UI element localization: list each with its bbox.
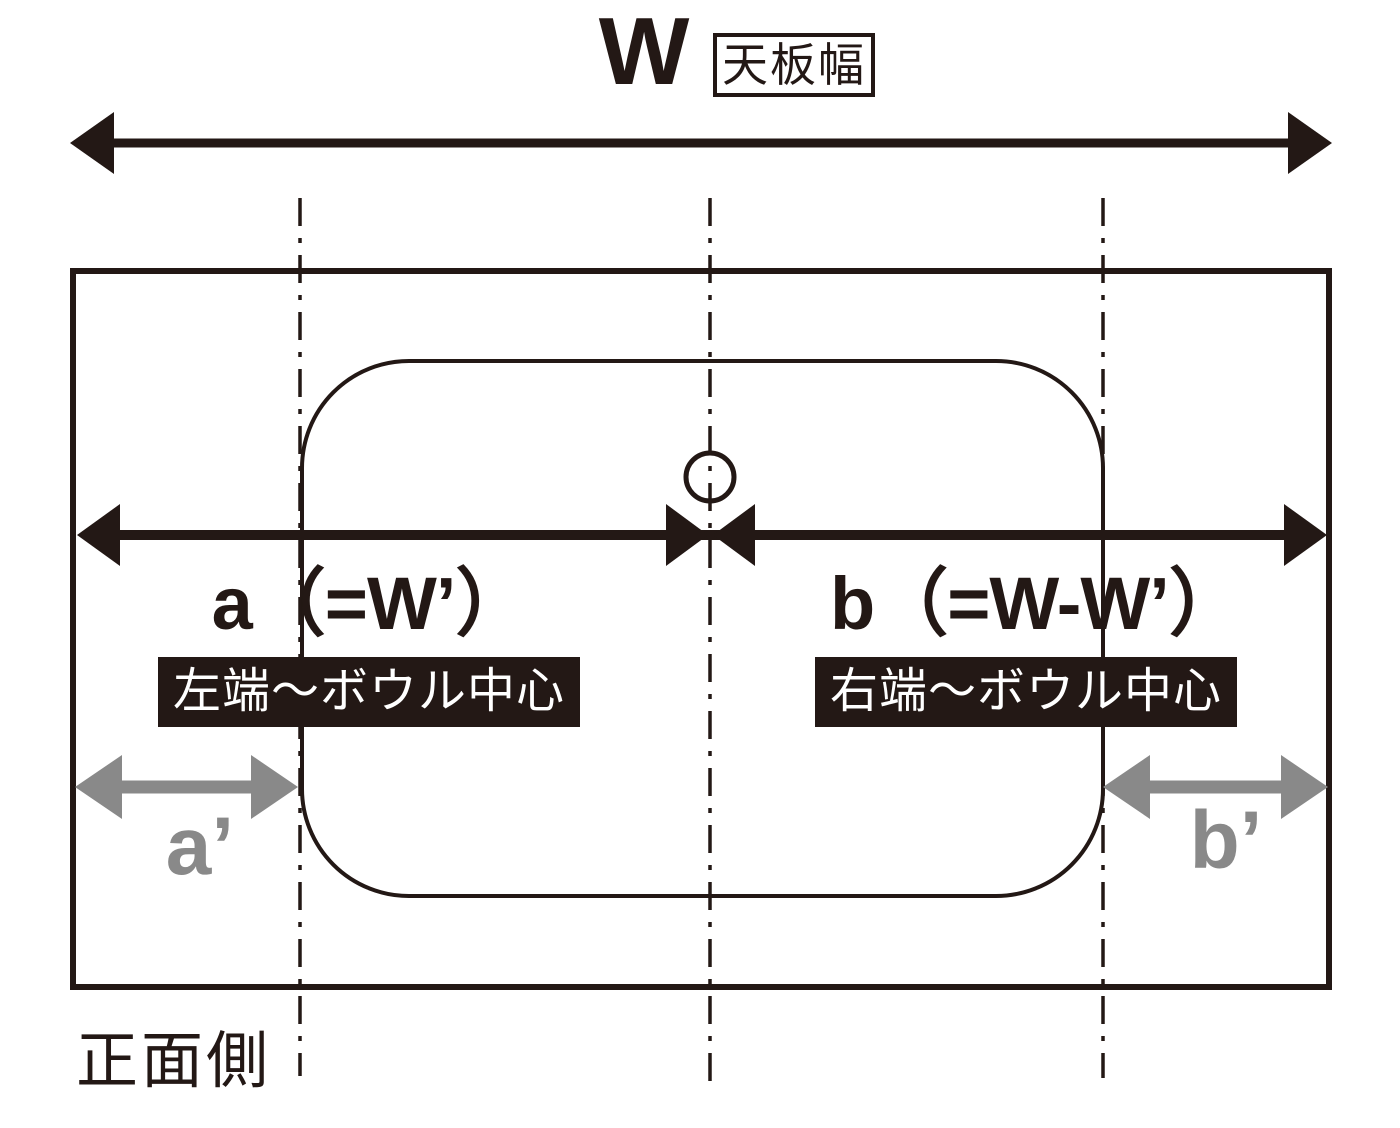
- width-dimension-label: W: [598, 0, 690, 105]
- dimension-a-prime-label: a’: [165, 801, 235, 892]
- front-side-label: 正面側: [76, 1027, 272, 1096]
- dimension-b-prime-label: b’: [1189, 795, 1263, 886]
- dimension-b-caption: 右端〜ボウル中心: [815, 657, 1237, 727]
- offset-arrow-b-prime: [1103, 755, 1328, 819]
- bowl-outline: [300, 359, 1105, 898]
- top-width-arrow: [70, 112, 1332, 174]
- center-lines: [298, 198, 1105, 1092]
- dimension-a-caption: 左端〜ボウル中心: [158, 657, 580, 727]
- offset-arrow-a-prime: [75, 755, 298, 819]
- dimension-a-label: a（=W’）: [211, 562, 530, 645]
- dimension-arrow-a-b: [77, 504, 1327, 566]
- countertop-outline: [70, 268, 1332, 990]
- width-caption-box: 天板幅: [713, 33, 875, 97]
- dimension-b-label: b（=W-W’）: [830, 562, 1243, 645]
